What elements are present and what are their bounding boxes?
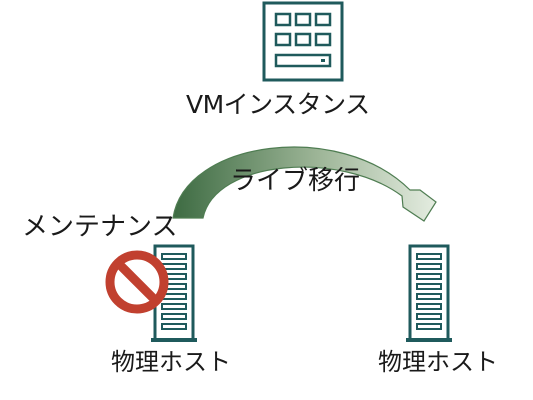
target-host-label: 物理ホスト — [378, 348, 498, 376]
prohibited-icon — [105, 250, 169, 314]
vm-instance-icon — [262, 1, 344, 82]
source-host-label: 物理ホスト — [111, 348, 231, 376]
vm-instance-label: VMインスタンス — [186, 90, 370, 119]
live-migration-label: ライブ移行 — [230, 166, 361, 196]
curved-arrow-icon — [172, 146, 437, 222]
server-tower-icon — [406, 244, 452, 342]
maintenance-label: メンテナンス — [22, 212, 178, 242]
